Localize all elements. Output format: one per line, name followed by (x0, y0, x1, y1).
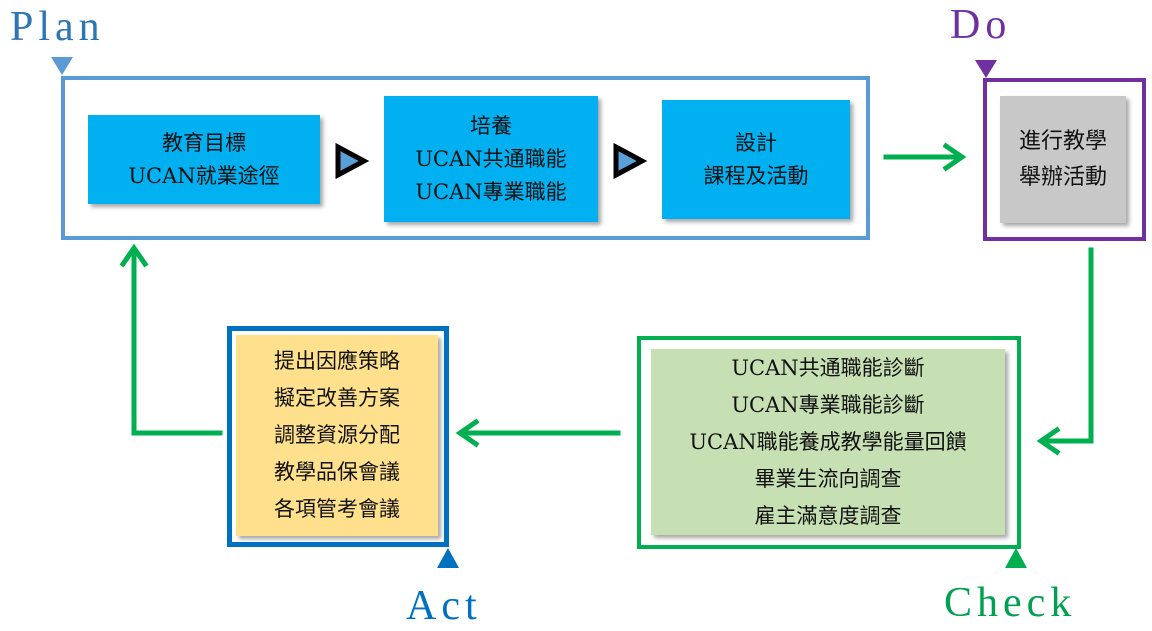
check-label: Check (944, 580, 1077, 626)
do-frame (983, 78, 1146, 241)
act-box: 提出因應策略 擬定改善方案 調整資源分配 教學品保會議 各項管考會議 (236, 335, 438, 536)
act-item: 教學品保會議 (274, 460, 400, 484)
act-item: 提出因應策略 (274, 349, 400, 373)
check-box: UCAN共通職能診斷 UCAN專業職能診斷 UCAN職能養成教學能量回饋 畢業生… (651, 349, 1005, 535)
plan-step-cultivate: 培養 UCAN共通職能 UCAN專業職能 (384, 96, 598, 222)
step-text: 教育目標 (162, 130, 246, 155)
act-item: 調整資源分配 (274, 423, 400, 447)
step-text: 培養 (470, 113, 512, 138)
step-text: 設計 (735, 130, 777, 155)
act-label: Act (406, 583, 482, 629)
do-box: 進行教學 舉辦活動 (1000, 96, 1126, 223)
play-arrow-icon (335, 142, 370, 180)
step-text: UCAN就業途徑 (128, 163, 280, 188)
check-item: 雇主滿意度調查 (754, 503, 902, 528)
arrowhead-icon (1036, 426, 1061, 456)
act-item: 擬定改善方案 (274, 386, 400, 410)
arrowhead-icon (455, 418, 480, 448)
act-marker-icon (437, 548, 459, 568)
arrow-do-to-check (1042, 247, 1094, 444)
check-item: UCAN共通職能診斷 (731, 355, 925, 380)
check-frame (637, 336, 1021, 549)
arrow-act-to-plan (131, 249, 223, 436)
step-text: UCAN專業職能 (415, 179, 567, 204)
do-text: 舉辦活動 (1018, 164, 1107, 190)
check-item: UCAN職能養成教學能量回饋 (689, 429, 967, 454)
do-marker-icon (975, 60, 997, 78)
plan-marker-icon (51, 57, 73, 75)
arrowhead-icon (119, 243, 149, 268)
do-text: 進行教學 (1018, 128, 1107, 154)
check-item: UCAN專業職能診斷 (731, 392, 925, 417)
plan-label: Plan (10, 4, 105, 50)
act-frame (227, 326, 449, 547)
step-text: 課程及活動 (703, 163, 809, 188)
check-item: 畢業生流向調查 (754, 466, 902, 491)
check-marker-icon (1005, 548, 1027, 568)
act-item: 各項管考會議 (274, 497, 400, 521)
plan-step-design: 設計 課程及活動 (662, 100, 850, 219)
plan-frame (61, 76, 870, 240)
step-text: UCAN共通職能 (415, 146, 567, 171)
do-label: Do (950, 2, 1012, 48)
arrowhead-icon (942, 142, 967, 172)
plan-step-goals: 教育目標 UCAN就業途徑 (88, 115, 320, 204)
play-arrow-icon (613, 142, 648, 180)
